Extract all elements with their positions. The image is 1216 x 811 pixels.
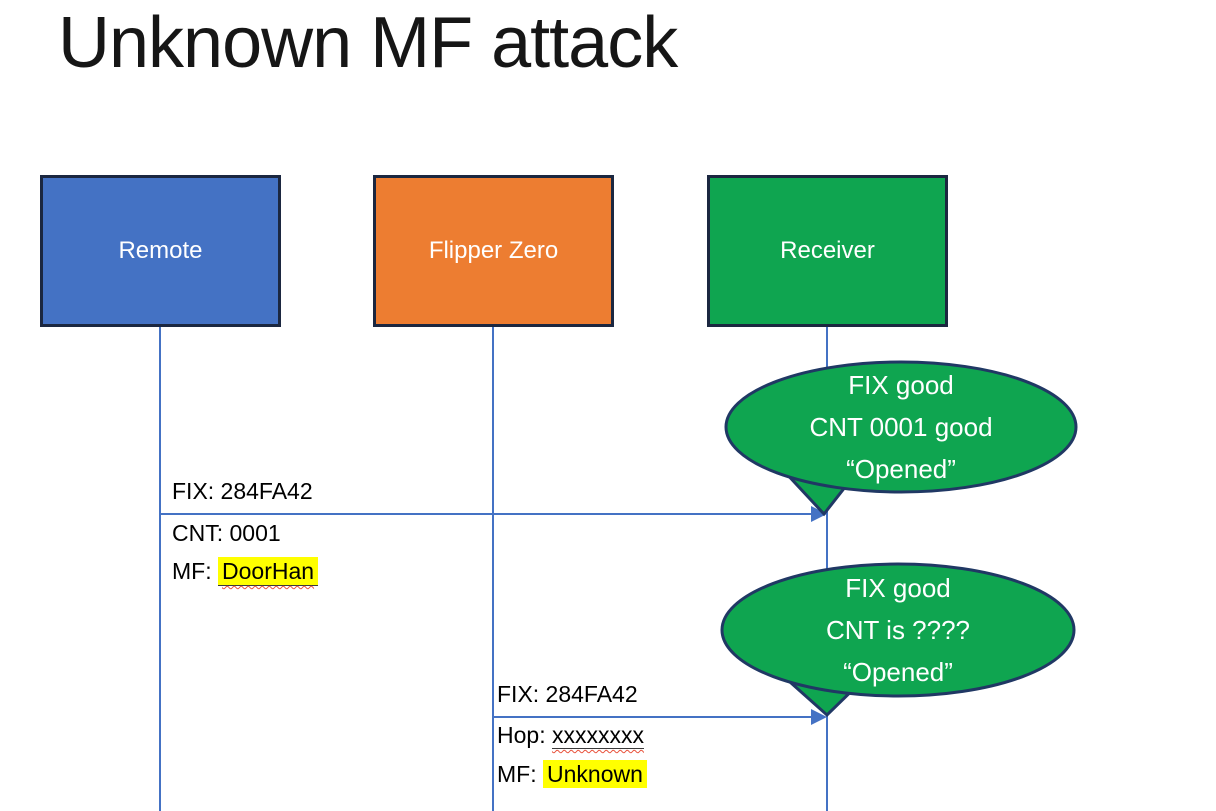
actor-label-receiver: Receiver xyxy=(780,237,875,264)
message-1-label-cnt: CNT: 0001 xyxy=(172,520,281,547)
message-2-mf-prefix: MF: xyxy=(497,761,537,787)
message-1-fix-text: FIX: 284FA42 xyxy=(172,478,313,504)
lifeline-flipper-zero xyxy=(492,327,494,811)
message-2-hop-prefix: Hop: xyxy=(497,722,546,748)
lifeline-remote xyxy=(159,327,161,811)
callout-1-line-1: FIX good xyxy=(848,370,954,400)
message-1-line xyxy=(160,513,812,515)
actor-box-receiver: Receiver xyxy=(707,175,948,327)
speech-bubble-2-shape xyxy=(720,562,1076,718)
speech-bubble-1-ellipse xyxy=(724,360,1078,494)
actor-box-remote: Remote xyxy=(40,175,281,327)
message-2-label-mf: MF: Unknown xyxy=(497,760,647,788)
message-2-line xyxy=(494,716,812,718)
actor-label-flipper-zero: Flipper Zero xyxy=(428,237,559,264)
message-1-label-fix: FIX: 284FA42 xyxy=(172,478,313,505)
message-1-label-mf: MF: DoorHan xyxy=(172,557,319,586)
callout-1-text: FIX good CNT 0001 good “Opened” xyxy=(726,362,1076,492)
callout-2-line-2: CNT is ???? xyxy=(825,615,971,645)
callout-1-line-3: “Opened” xyxy=(846,454,956,484)
message-2-label-fix: FIX: 284FA42 xyxy=(497,681,638,708)
message-1-mf-value-highlighted: DoorHan xyxy=(218,557,319,586)
callout-bubble-1: FIX good CNT 0001 good “Opened” xyxy=(720,356,1080,522)
speech-bubble-2-ellipse xyxy=(720,562,1076,698)
slide-title: Unknown MF attack xyxy=(58,3,678,83)
callout-2-line-1: FIX good xyxy=(845,573,951,603)
message-2-fix-text: FIX: 284FA42 xyxy=(497,681,638,707)
message-1-cnt-text: CNT: 0001 xyxy=(172,520,281,546)
actor-label-remote: Remote xyxy=(118,237,203,264)
speech-bubble-1-shape xyxy=(724,360,1078,517)
callout-2-text: FIX good CNT is ???? “Opened” xyxy=(722,564,1074,696)
message-2-mf-value-highlighted: Unknown xyxy=(543,760,647,788)
message-1-mf-prefix: MF: xyxy=(172,558,212,584)
callout-1-line-2: CNT 0001 good xyxy=(809,412,993,442)
message-2-label-hop: Hop: xxxxxxxx xyxy=(497,722,644,749)
callout-2-line-3: “Opened” xyxy=(843,657,953,687)
callout-bubble-2: FIX good CNT is ???? “Opened” xyxy=(718,556,1080,722)
message-2-hop-value: xxxxxxxx xyxy=(551,722,644,749)
actor-box-flipper-zero: Flipper Zero xyxy=(373,175,614,327)
